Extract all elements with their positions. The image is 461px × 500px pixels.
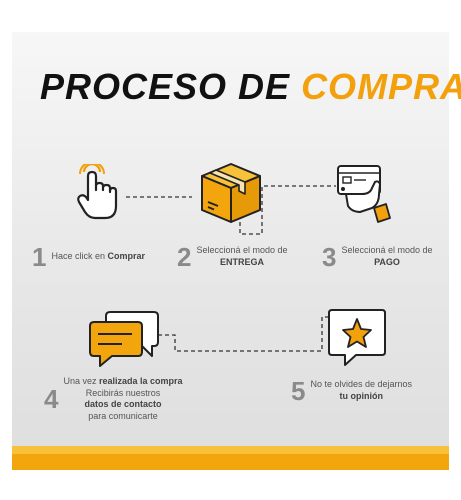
step-highlight: datos de contacto <box>84 399 162 410</box>
process-card <box>12 32 449 470</box>
page-title: PROCESO DE COMPRA <box>40 66 461 108</box>
step-highlight: tu opinión <box>339 391 383 401</box>
footer-stripe-light <box>12 446 449 454</box>
star-review-icon <box>328 309 386 366</box>
footer-stripe-dark <box>12 454 449 470</box>
title-accent: COMPRA <box>301 66 461 107</box>
card-payment-icon <box>337 165 391 223</box>
chat-bubbles-icon <box>89 311 159 367</box>
step-highlight: realizada la compra <box>99 376 183 386</box>
box-icon <box>201 163 261 223</box>
step-number: 1 <box>32 242 47 272</box>
step-1: 1 Hace click en Comprar <box>32 244 145 270</box>
step-number: 5 <box>291 376 306 406</box>
step-highlight: PAGO <box>374 257 400 267</box>
step-text: Hace click en Comprar <box>51 251 146 262</box>
hand-pointer-icon <box>77 164 118 220</box>
step-number: 3 <box>322 242 337 272</box>
step-highlight: ENTREGA <box>219 257 264 267</box>
step-number: 2 <box>177 242 192 272</box>
step-highlight: Comprar <box>107 251 146 262</box>
title-main: PROCESO DE <box>40 66 291 107</box>
step-number: 4 <box>44 384 59 415</box>
